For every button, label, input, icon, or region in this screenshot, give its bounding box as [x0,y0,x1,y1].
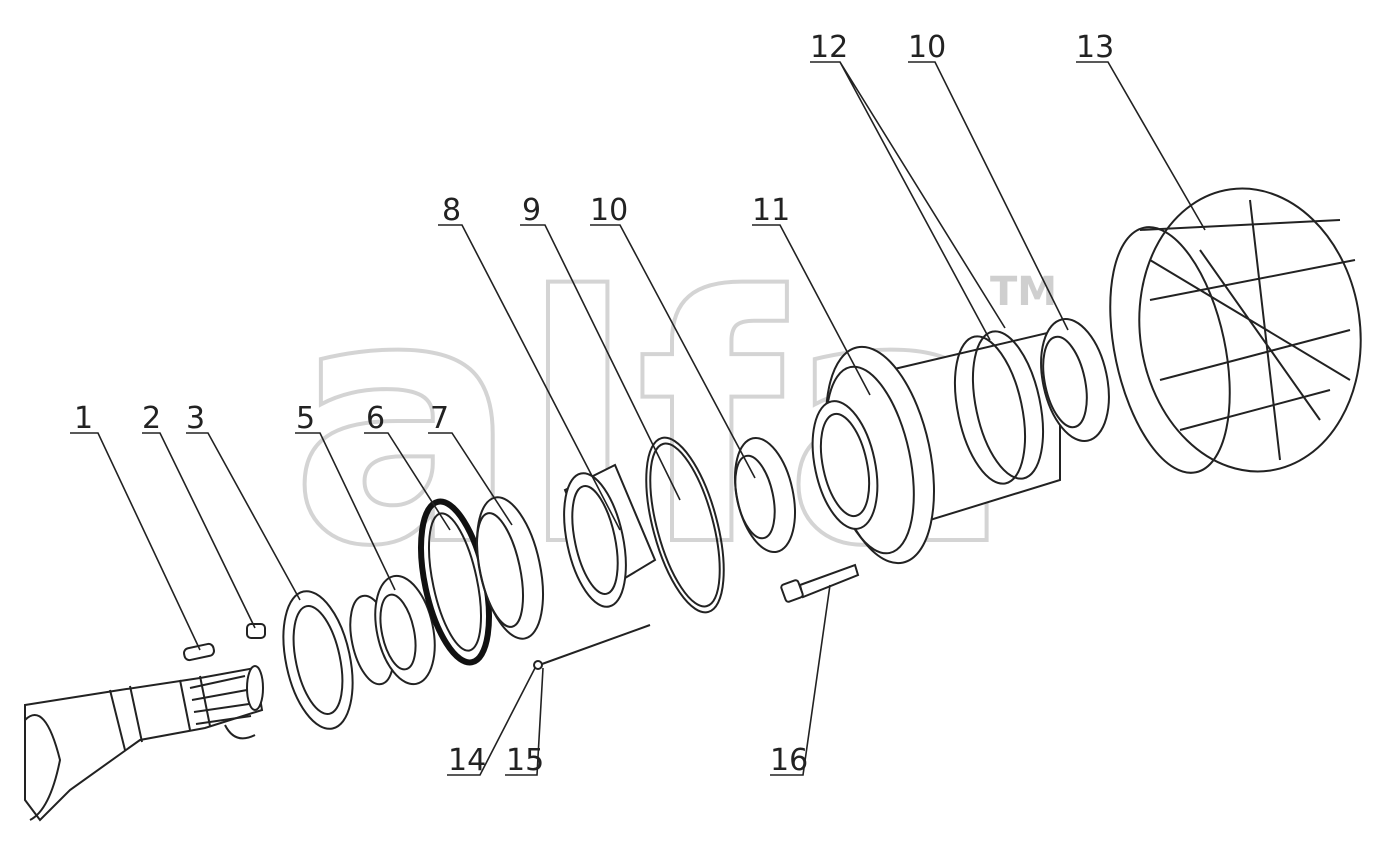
part-10-bearing-right [1040,317,1110,443]
callout-2: 2 [142,401,161,436]
part-14-15-lock-wire [533,624,651,670]
watermark-trademark: TM [990,269,1057,315]
callout-13: 13 [1076,30,1114,65]
callout-8: 8 [442,193,461,228]
callout-7: 7 [430,401,449,436]
callout-9: 9 [522,193,541,228]
part-16-bolt [780,563,860,603]
callout-10-left: 10 [590,193,628,228]
callout-5: 5 [296,401,315,436]
callout-6: 6 [366,401,385,436]
part-8-sleeve [563,463,657,608]
part-5-bearing [349,574,436,686]
part-3-washer [282,590,354,730]
part-12-o-rings [954,330,1044,485]
part-9-gasket [645,436,725,614]
callout-12: 12 [810,30,848,65]
callout-3: 3 [186,401,205,436]
part-2-pin [246,623,266,639]
callout-14: 14 [448,743,486,778]
callout-11: 11 [752,193,790,228]
callout-1: 1 [74,401,93,436]
part-13-cover [1109,187,1362,474]
callout-16: 16 [770,743,808,778]
part-10-bearing-left [734,436,796,554]
part-shaft [24,665,264,822]
callout-15: 15 [506,743,544,778]
callout-labels: 1 2 3 5 6 7 8 9 10 11 12 10 13 14 15 16 [74,30,1114,778]
part-1-key [183,642,215,662]
leader-lines [70,61,1206,776]
callout-10-right: 10 [908,30,946,65]
